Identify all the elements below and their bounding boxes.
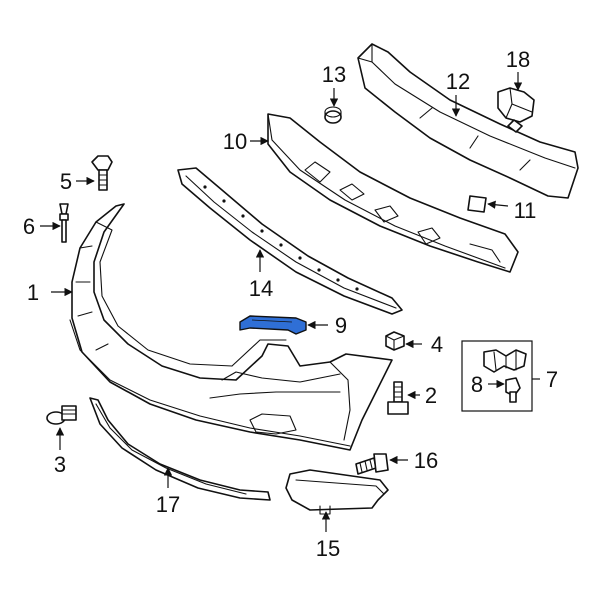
callout-14: 14 [249, 276, 273, 301]
callout-8: 8 [471, 372, 483, 397]
callout-18: 18 [506, 47, 530, 72]
callout-5: 5 [60, 169, 72, 194]
callout-1: 1 [27, 280, 39, 305]
callout-15: 15 [316, 536, 340, 561]
callout-16: 16 [414, 448, 438, 473]
part-energy-absorber[interactable] [267, 113, 519, 273]
part-lower-trim[interactable] [89, 397, 271, 501]
part-2-bolt[interactable] [387, 381, 409, 415]
callout-3: 3 [54, 452, 66, 477]
part-16-bolt[interactable] [355, 453, 389, 475]
part-5-bolt[interactable] [91, 155, 113, 191]
callout-12: 12 [446, 69, 470, 94]
part-15-bezel[interactable] [285, 469, 389, 515]
callout-10: 10 [223, 129, 247, 154]
part-6-rivet[interactable] [59, 203, 69, 243]
part-11-plate[interactable] [467, 195, 487, 213]
part-9-highlighted-bracket[interactable] [239, 315, 307, 335]
callout-labels: 1 2 3 4 5 6 7 8 9 10 11 12 13 14 15 16 1… [23, 47, 558, 561]
callout-13: 13 [322, 62, 346, 87]
callout-7: 7 [546, 367, 558, 392]
callout-17: 17 [156, 492, 180, 517]
leader-lines [40, 72, 540, 532]
part-13-nut[interactable] [324, 106, 342, 124]
callout-2: 2 [425, 383, 437, 408]
part-upper-trim[interactable] [177, 167, 403, 315]
callout-11: 11 [514, 198, 537, 223]
part-7-kit-box[interactable] [461, 340, 533, 412]
part-18-clip[interactable] [497, 87, 535, 133]
part-reinforcement-beam[interactable] [357, 43, 579, 199]
callout-4: 4 [431, 332, 443, 357]
trim-holes [203, 185, 359, 291]
callout-9: 9 [335, 313, 347, 338]
part-3-clip[interactable] [46, 405, 77, 425]
part-4-nut[interactable] [385, 331, 405, 351]
callout-6: 6 [23, 214, 35, 239]
part-bumper-cover[interactable] [69, 203, 393, 451]
